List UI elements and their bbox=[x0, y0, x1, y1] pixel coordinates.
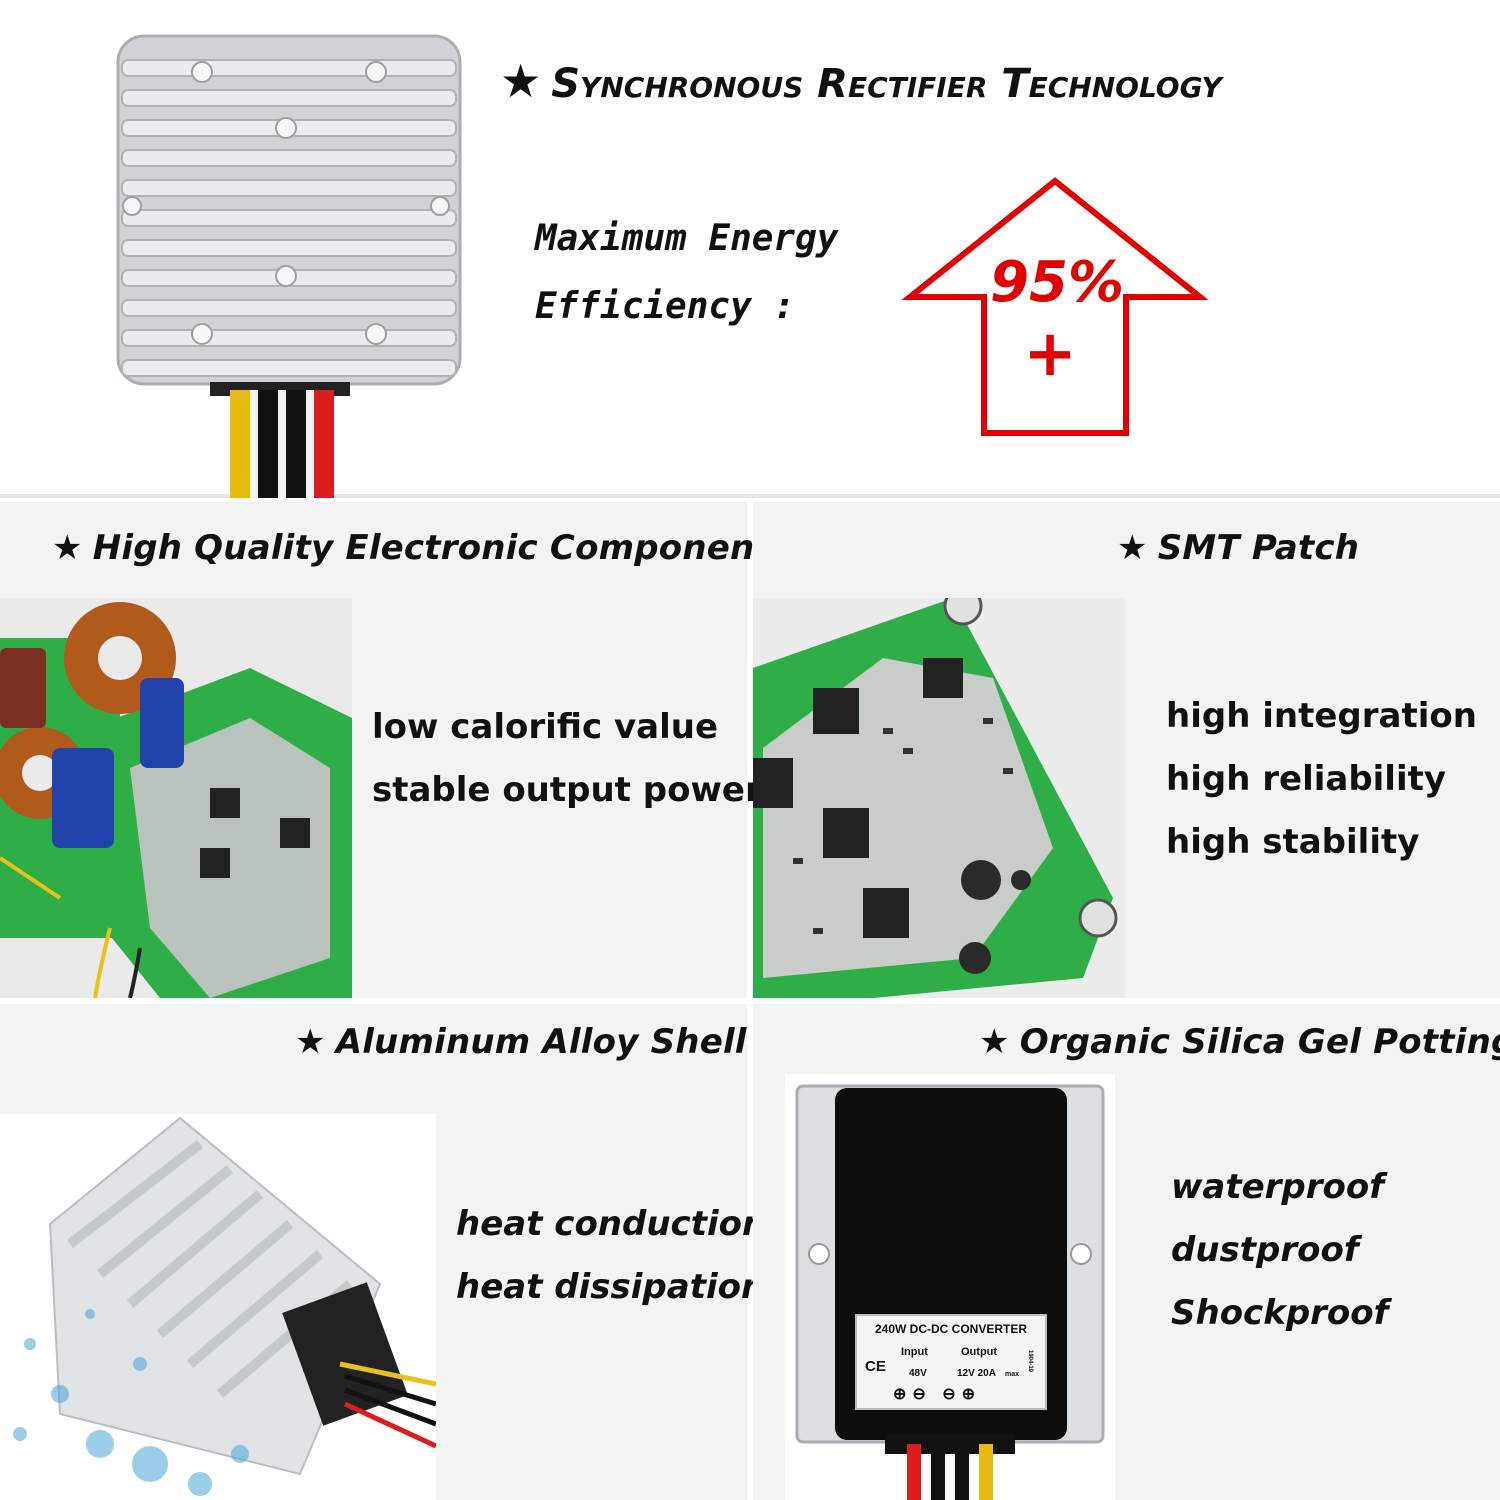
feature-item: stable output power bbox=[372, 770, 762, 810]
terminal-symbols: ⊕⊖ ⊖⊕ bbox=[893, 1386, 982, 1403]
label-output: Output bbox=[961, 1346, 998, 1358]
section-heading: ★Organic Silica Gel Potting bbox=[979, 1022, 1500, 1062]
star-icon: ★ bbox=[500, 54, 542, 108]
potting-panel: ★Organic Silica Gel Potting 240W DC-DC C… bbox=[753, 1004, 1500, 1500]
label-output-suffix: max bbox=[1005, 1371, 1020, 1378]
feature-item: Shockproof bbox=[1171, 1293, 1389, 1333]
efficiency-value: 95% bbox=[990, 250, 1125, 315]
shell-panel: ★Aluminum Alloy Shell heat conduction he… bbox=[0, 1004, 766, 1500]
star-icon: ★ bbox=[979, 1022, 1010, 1062]
efficiency-panel: ★Synchronous Rectifier Technology Maximu… bbox=[0, 0, 1500, 498]
feature-item: high reliability bbox=[1166, 759, 1447, 799]
aluminum-shell-image bbox=[0, 1114, 436, 1500]
efficiency-label: Maximum Energy Efficiency : bbox=[535, 205, 838, 341]
feature-item: high stability bbox=[1166, 822, 1420, 862]
page-title: ★Synchronous Rectifier Technology bbox=[500, 54, 1222, 108]
star-icon: ★ bbox=[295, 1022, 326, 1062]
feature-item: high integration bbox=[1166, 696, 1477, 736]
star-icon: ★ bbox=[1117, 528, 1148, 568]
smt-board-image bbox=[753, 598, 1125, 998]
feature-item: low calorific value bbox=[372, 707, 719, 747]
title-text: Synchronous Rectifier Technology bbox=[551, 61, 1222, 107]
section-heading: ★High Quality Electronic Components bbox=[52, 528, 792, 568]
efficiency-label-line2: Efficiency : bbox=[535, 286, 796, 327]
label-plate: 240W DC-DC CONVERTER Input Output CE 48V… bbox=[855, 1314, 1047, 1410]
label-code: 1904-19 bbox=[1027, 1350, 1033, 1373]
potted-converter-image: 240W DC-DC CONVERTER Input Output CE 48V… bbox=[785, 1074, 1115, 1500]
converter-shell-graphic bbox=[795, 1084, 1105, 1500]
efficiency-label-line1: Maximum Energy bbox=[535, 218, 839, 259]
label-input: Input bbox=[901, 1346, 928, 1358]
efficiency-plus: + bbox=[1023, 317, 1077, 391]
smt-panel: ★SMT Patch high integration high reliabi… bbox=[753, 502, 1500, 998]
feature-item: dustproof bbox=[1171, 1230, 1359, 1270]
feature-item: heat conduction bbox=[456, 1204, 767, 1244]
converter-module-image bbox=[116, 34, 462, 498]
label-title: 240W DC-DC CONVERTER bbox=[874, 1322, 1027, 1336]
label-output-value: 12V 20A bbox=[957, 1368, 996, 1379]
star-icon: ★ bbox=[52, 528, 83, 568]
feature-item: heat dissipation bbox=[456, 1267, 766, 1307]
feature-list: heat conduction heat dissipation bbox=[456, 1193, 766, 1319]
ce-mark: CE bbox=[865, 1358, 886, 1375]
feature-item: waterproof bbox=[1171, 1167, 1385, 1207]
section-heading: ★Aluminum Alloy Shell bbox=[295, 1022, 747, 1062]
feature-list: waterproof dustproof Shockproof bbox=[1171, 1156, 1388, 1345]
section-heading: ★SMT Patch bbox=[1117, 528, 1360, 568]
label-input-value: 48V bbox=[909, 1368, 927, 1379]
electronic-components-image bbox=[0, 598, 352, 998]
up-arrow-icon bbox=[901, 177, 1209, 436]
components-panel: ★High Quality Electronic Components low … bbox=[0, 502, 791, 998]
feature-list: low calorific value stable output power bbox=[372, 696, 762, 822]
feature-list: high integration high reliability high s… bbox=[1166, 685, 1477, 874]
